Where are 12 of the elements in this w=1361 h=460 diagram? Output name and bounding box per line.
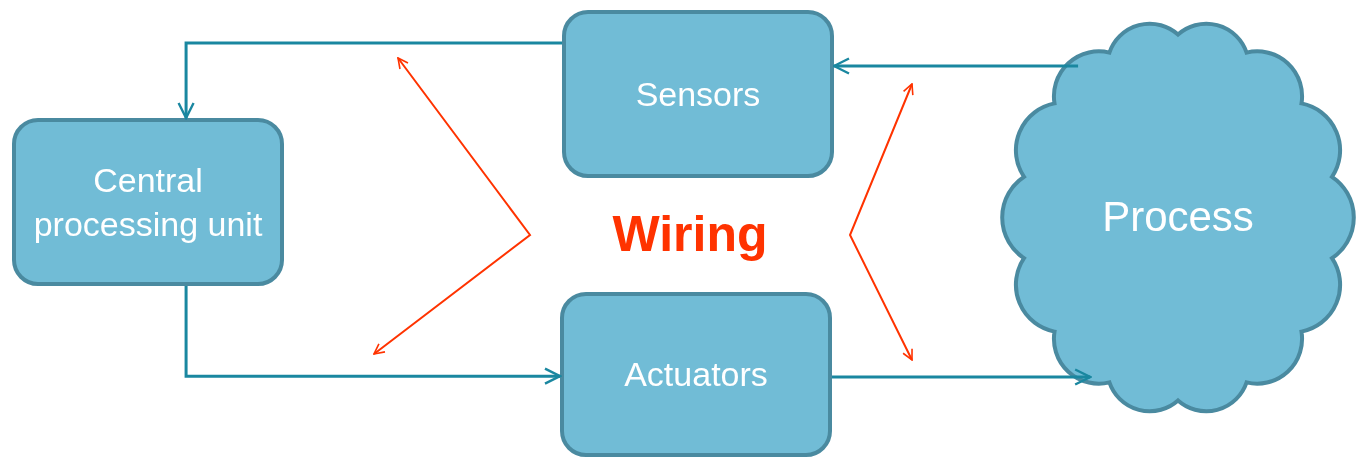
box-label: Actuators <box>624 354 768 396</box>
arrow <box>832 57 1079 75</box>
heading-label: Wiring <box>611 205 769 263</box>
box-label: Sensors <box>635 73 761 115</box>
cloud-label: Process <box>1102 192 1254 243</box>
process-box <box>562 10 834 178</box>
arrow <box>184 286 562 385</box>
box-label: Central processing unit <box>32 159 264 245</box>
process-box <box>560 292 832 457</box>
arrow <box>177 41 562 120</box>
arrow <box>832 368 1092 386</box>
process-box <box>12 118 284 286</box>
